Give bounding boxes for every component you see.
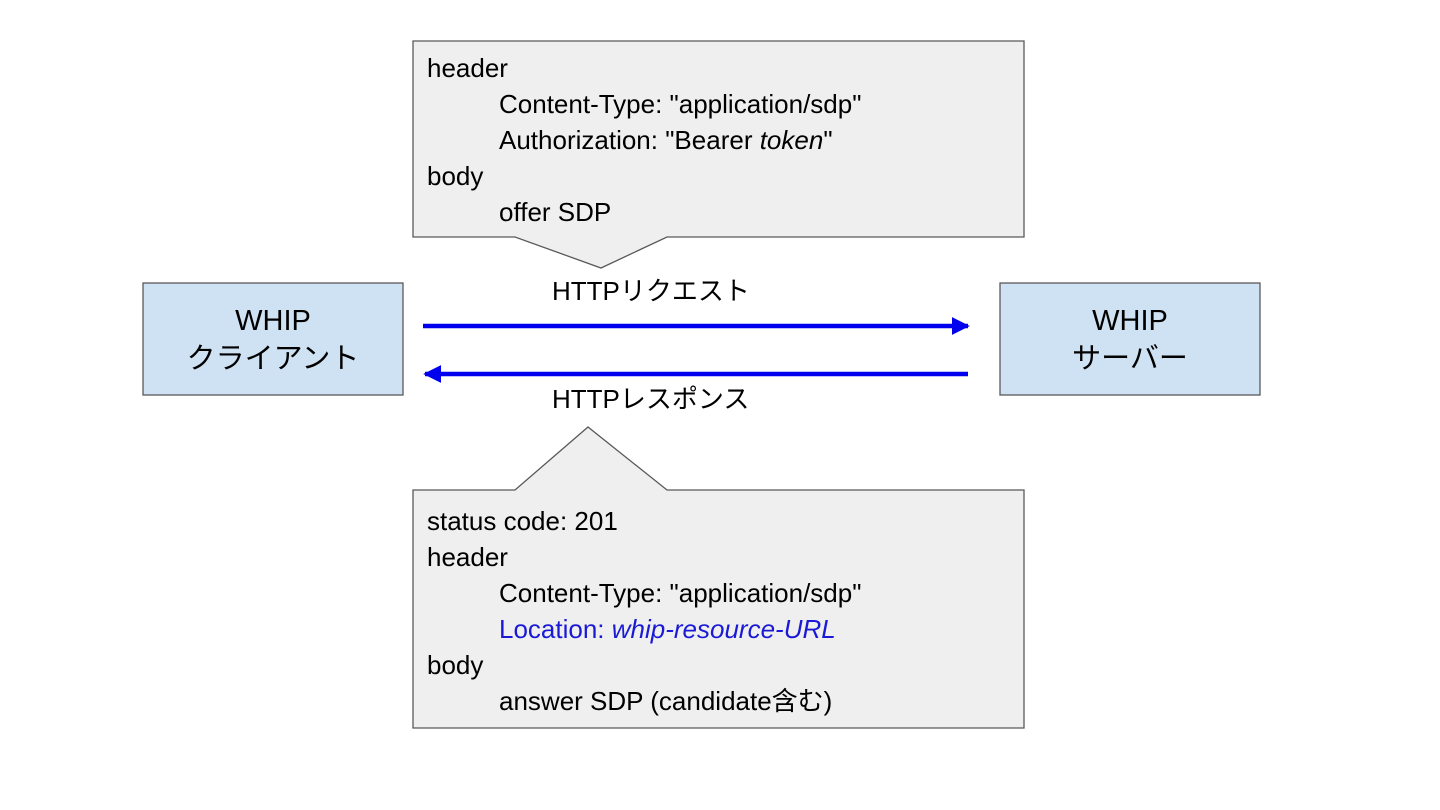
request-authorization-prefix: Authorization: "Bearer xyxy=(499,125,760,155)
request-authorization-suffix: " xyxy=(823,125,832,155)
response-callout: status code: 201 header Content-Type: "a… xyxy=(412,426,1025,729)
response-location-prefix: Location: xyxy=(499,614,612,644)
request-authorization-token: token xyxy=(760,125,824,155)
request-callout-shape xyxy=(412,40,1025,269)
request-header-label: header xyxy=(427,53,508,83)
response-edge-label: HTTPレスポンス xyxy=(552,384,749,414)
request-edge-label: HTTPリクエスト xyxy=(552,276,750,306)
response-body-label: body xyxy=(427,650,483,680)
request-authorization: Authorization: "Bearer token" xyxy=(499,125,833,155)
response-edge: HTTPレスポンス xyxy=(423,365,968,414)
client-box xyxy=(142,282,404,396)
response-content-type: Content-Type: "application/sdp" xyxy=(499,578,861,608)
request-body-label: body xyxy=(427,161,483,191)
client-node: WHIP クライアント xyxy=(142,282,404,396)
response-header-label: header xyxy=(427,542,508,572)
request-offer-sdp: offer SDP xyxy=(499,197,611,227)
response-status-code: status code: 201 xyxy=(427,506,618,536)
response-answer-sdp: answer SDP (candidate含む) xyxy=(499,686,832,716)
request-content-type: Content-Type: "application/sdp" xyxy=(499,89,861,119)
response-callout-shape xyxy=(412,426,1025,729)
request-edge: HTTPリクエスト xyxy=(423,276,970,335)
response-location-value: whip-resource-URL xyxy=(612,614,836,644)
server-label-line2: サーバー xyxy=(1072,343,1188,375)
server-node: WHIP サーバー xyxy=(999,282,1261,396)
client-label-line1: WHIP xyxy=(235,305,311,337)
client-label-line2: クライアント xyxy=(187,343,360,375)
server-box xyxy=(999,282,1261,396)
request-callout: header Content-Type: "application/sdp" A… xyxy=(412,40,1025,269)
server-label-line1: WHIP xyxy=(1092,305,1168,337)
response-location: Location: whip-resource-URL xyxy=(499,614,836,644)
